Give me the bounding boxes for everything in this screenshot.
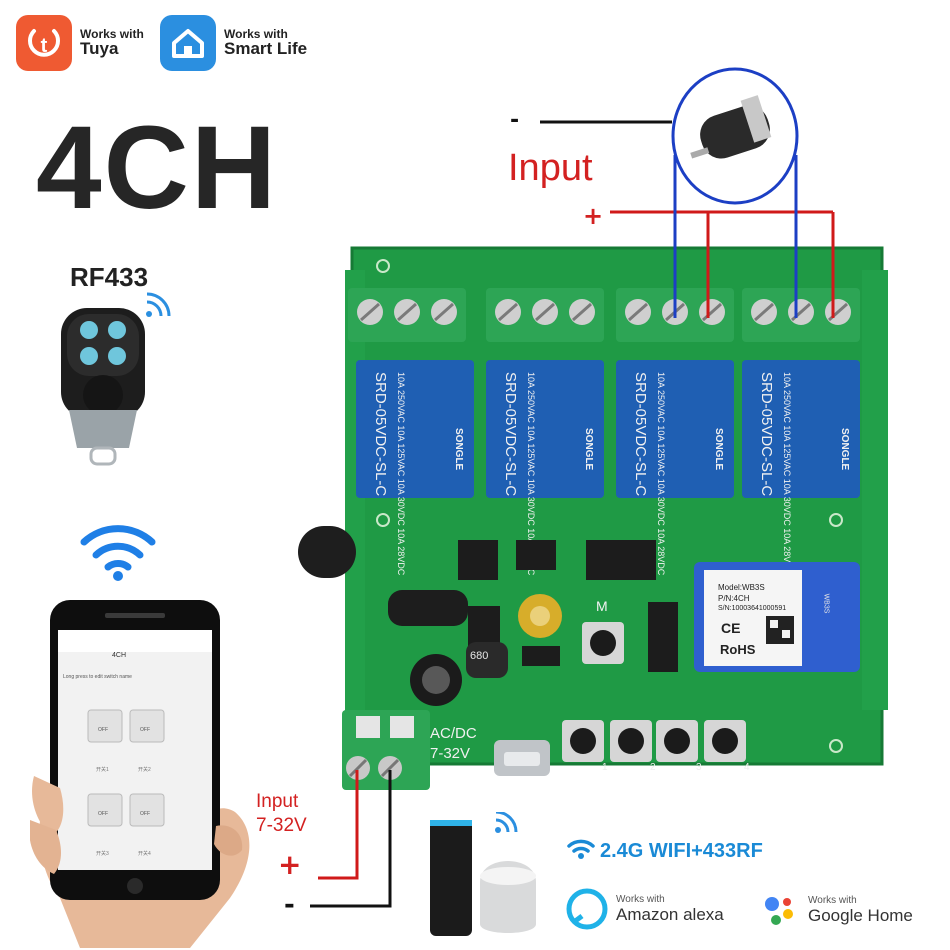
tact-button-cap xyxy=(712,728,738,754)
smartphone-in-hand xyxy=(30,600,250,948)
smart-life-house-icon xyxy=(160,15,216,71)
relay-3 xyxy=(616,360,734,498)
tact-button-cap xyxy=(570,728,596,754)
tuya-works-with: Works with xyxy=(80,26,144,41)
phone-caption-2: 开关2 xyxy=(138,767,151,773)
relay-brand: SONGLE xyxy=(583,428,594,471)
power-input-word: Input xyxy=(256,791,299,812)
relay-model: SRD-05VDC-SL-C xyxy=(758,372,775,496)
screw-slot xyxy=(702,302,722,322)
alexa-works-with: Works with xyxy=(616,893,665,905)
product-title: 4CH xyxy=(36,102,279,234)
terminal-voltage-label: AC/DC 7-32V xyxy=(430,724,477,765)
tuya-badge: t Works with Tuya xyxy=(16,15,144,71)
alexa-logo-icon xyxy=(566,888,608,930)
relay-rating: 10A 250VAC 10A 125VAC 10A 30VDC 10A 28VD… xyxy=(526,372,536,576)
tuya-name: Tuya xyxy=(80,39,119,59)
tact-button-cap xyxy=(618,728,644,754)
svg-text:t: t xyxy=(41,35,48,57)
phone-app-header: 4CH xyxy=(112,652,127,659)
module-rohs: RoHS xyxy=(720,642,756,657)
power-plus-sign: + xyxy=(278,848,302,881)
relay-4 xyxy=(742,360,860,498)
phone-switch-2: OFF xyxy=(140,727,150,733)
terminal-acdc: AC/DC xyxy=(430,725,477,742)
relay-1 xyxy=(356,360,474,498)
relay-model: SRD-05VDC-SL-C xyxy=(372,372,389,496)
wifi-band-wrap xyxy=(566,836,596,860)
relay-rating: 10A 250VAC 10A 125VAC 10A 30VDC 10A 28VD… xyxy=(656,372,666,576)
screw-slot xyxy=(572,302,592,322)
smart-life-badge: Works with Smart Life xyxy=(160,15,307,71)
phone-caption-4: 开关4 xyxy=(138,851,151,857)
wifi-icon xyxy=(80,525,156,581)
google-works-with: Works with xyxy=(808,894,857,906)
screw-slot xyxy=(535,302,555,322)
google-assistant-icon xyxy=(765,897,793,925)
wifi-band-label: 2.4G WIFI+433RF xyxy=(600,840,763,862)
relay-rating: 10A 250VAC 10A 125VAC 10A 30VDC 10A 28VD… xyxy=(396,372,406,576)
phone-switch-1: OFF xyxy=(98,727,108,733)
phone-caption-1: 开关1 xyxy=(96,767,109,773)
screw-slot xyxy=(397,302,417,322)
relay-model: SRD-05VDC-SL-C xyxy=(632,372,649,496)
smart-life-works-with: Works with xyxy=(224,26,288,41)
power-input-range: 7-32V xyxy=(256,814,307,836)
relay-brand: SONGLE xyxy=(453,428,464,471)
tact-button-number: 3 xyxy=(696,762,702,773)
relay-brand: SONGLE xyxy=(713,428,724,471)
module-pn: P/N:4CH xyxy=(718,594,750,603)
relay-label-group: SRD-05VDC-SL-C 10A 250VAC 10A 125VAC 10A … xyxy=(632,372,724,576)
power-input-label: Input 7-32V xyxy=(256,790,307,838)
smart-life-name: Smart Life xyxy=(224,39,308,59)
wifi-small-icon xyxy=(567,839,595,859)
module-model: Model:WB3S xyxy=(718,583,765,592)
alexa-badge: Works with Amazon alexa xyxy=(566,888,724,930)
screw-slot xyxy=(360,302,380,322)
relay-label-group: SRD-05VDC-SL-C 10A 250VAC 10A 125VAC 10A … xyxy=(758,372,850,576)
power-minus-sign: - xyxy=(284,890,295,920)
motor-minus-sign: - xyxy=(510,108,520,133)
screw-slot xyxy=(628,302,648,322)
phone-switch-3: OFF xyxy=(98,811,108,817)
relay-label-group: SRD-05VDC-SL-C 10A 250VAC 10A 125VAC 10A … xyxy=(502,372,594,576)
relay-label-group: SRD-05VDC-SL-C 10A 250VAC 10A 125VAC 10A … xyxy=(372,372,464,576)
phone-app-hint: Long press to edit switch name xyxy=(63,674,132,680)
m-button-label: M xyxy=(596,598,608,614)
alexa-name: Amazon alexa xyxy=(616,904,724,924)
motor-input-label: Input xyxy=(508,147,593,189)
relay-model: SRD-05VDC-SL-C xyxy=(502,372,519,496)
smart-speakers-icon xyxy=(430,812,536,936)
tuya-logo-icon: t xyxy=(16,15,72,71)
phone-caption-3: 开关3 xyxy=(96,851,109,857)
screw-slot xyxy=(434,302,454,322)
relay-brand: SONGLE xyxy=(839,428,850,471)
relay-2 xyxy=(486,360,604,498)
terminal-range: 7-32V xyxy=(430,745,471,763)
screw-slot xyxy=(754,302,774,322)
rf-label: RF433 xyxy=(70,262,149,292)
tact-button-number: 1 xyxy=(602,762,608,773)
module-ce: CE xyxy=(721,620,741,636)
tact-button-number: 2 xyxy=(650,762,656,773)
dc-motor-icon xyxy=(690,95,772,159)
phone-switch-4: OFF xyxy=(140,811,150,817)
relay-rating: 10A 250VAC 10A 125VAC 10A 30VDC 10A 28VD… xyxy=(782,372,792,576)
google-name: Google Home xyxy=(808,905,913,925)
google-home-badge: Works with Google Home xyxy=(760,890,913,930)
motor-plus-sign: + xyxy=(583,202,604,230)
module-side-mark: WB3S xyxy=(822,593,830,614)
module-sn: S/N:10003641000591 xyxy=(718,605,787,612)
tact-button-cap xyxy=(664,728,690,754)
inductor-label: 680 xyxy=(470,650,489,662)
rf-remote-icon xyxy=(61,292,171,466)
relay-board-illustration: SRD-05VDC-SL-C 10A 250VAC 10A 125VAC 10A … xyxy=(298,246,888,790)
tact-button-number: 4 xyxy=(744,762,750,773)
screw-slot xyxy=(498,302,518,322)
